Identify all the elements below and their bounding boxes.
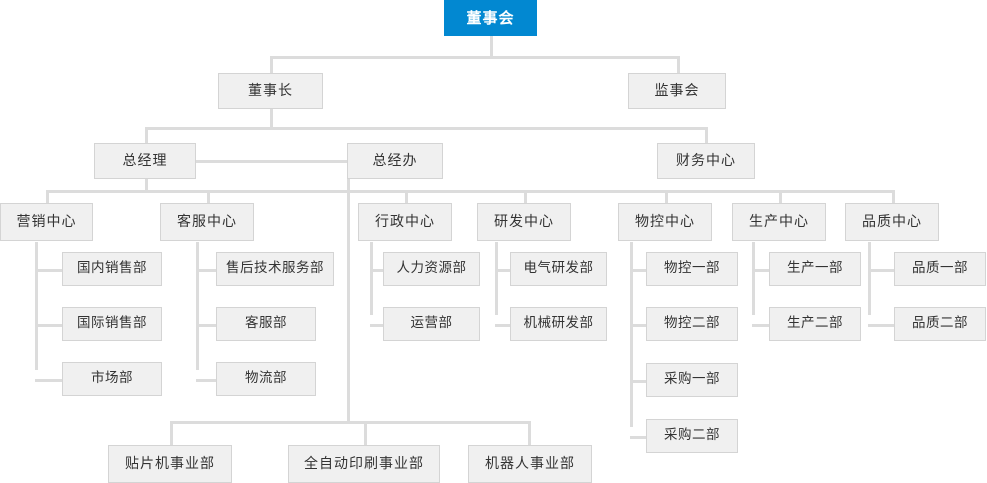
node-center-administration[interactable]: 行政中心 <box>358 203 452 241</box>
connector-chairman-stem <box>270 108 273 128</box>
connector-stub-prod-1 <box>752 269 769 272</box>
node-division-smt-machine[interactable]: 贴片机事业部 <box>108 445 232 483</box>
node-center-customer-service[interactable]: 客服中心 <box>160 203 254 241</box>
node-division-automatic-printing[interactable]: 全自动印刷事业部 <box>288 445 440 483</box>
connector-gm-to-gmo <box>196 160 348 163</box>
node-dept-customer-service[interactable]: 客服部 <box>216 307 316 341</box>
connector-spine-qa <box>868 242 871 315</box>
connector-center-drop-qa <box>892 190 895 204</box>
connector-spine-marketing <box>35 242 38 370</box>
connector-stub-mc-2 <box>630 324 646 327</box>
node-dept-purchasing-2[interactable]: 采购二部 <box>646 419 738 453</box>
connector-stub-marketing-2 <box>35 324 62 327</box>
node-dept-production-1[interactable]: 生产一部 <box>769 252 861 286</box>
connector-gmo-spine <box>347 179 350 422</box>
node-gm-office[interactable]: 总经办 <box>347 143 443 179</box>
connector-spine-prod <box>752 242 755 315</box>
node-dept-mechanical-rnd[interactable]: 机械研发部 <box>510 307 607 341</box>
connector-division-drop-3 <box>528 421 531 445</box>
connector-stub-prod-2 <box>752 324 769 327</box>
connector-division-drop-1 <box>170 421 173 445</box>
connector-stub-mc-4 <box>630 436 646 439</box>
node-dept-logistics[interactable]: 物流部 <box>216 362 316 396</box>
connector-stub-marketing-1 <box>35 269 62 272</box>
node-center-rnd[interactable]: 研发中心 <box>477 203 571 241</box>
node-center-production[interactable]: 生产中心 <box>732 203 826 241</box>
connector-center-drop-admin <box>405 190 408 204</box>
node-center-quality[interactable]: 品质中心 <box>845 203 939 241</box>
connector-level3-gm-drop <box>145 127 148 144</box>
connector-stub-cs-1 <box>196 269 216 272</box>
connector-stub-qa-2 <box>868 324 894 327</box>
connector-root-stem <box>490 36 493 58</box>
connector-center-drop-rnd <box>524 190 527 204</box>
connector-division-drop-2 <box>364 421 367 445</box>
connector-gm-stem <box>145 179 148 191</box>
connector-stub-qa-1 <box>868 269 894 272</box>
connector-spine-admin <box>370 242 373 315</box>
node-dept-production-2[interactable]: 生产二部 <box>769 307 861 341</box>
connector-center-drop-marketing <box>46 190 49 204</box>
connector-stub-mc-3 <box>630 380 646 383</box>
connector-level3-finance-drop <box>705 127 708 144</box>
node-finance-center[interactable]: 财务中心 <box>657 143 755 179</box>
node-general-manager[interactable]: 总经理 <box>94 143 196 179</box>
node-dept-after-sales-tech-service[interactable]: 售后技术服务部 <box>216 252 334 286</box>
connector-divisions-bar <box>170 421 531 424</box>
node-dept-domestic-sales[interactable]: 国内销售部 <box>62 252 162 286</box>
connector-level2-right-drop <box>677 56 680 73</box>
node-division-robot[interactable]: 机器人事业部 <box>468 445 592 483</box>
node-dept-material-control-2[interactable]: 物控二部 <box>646 307 738 341</box>
connector-centers-bar <box>46 190 894 193</box>
node-dept-international-sales[interactable]: 国际销售部 <box>62 307 162 341</box>
connector-stub-admin-1 <box>370 269 383 272</box>
connector-stub-rnd-1 <box>495 269 510 272</box>
node-dept-quality-1[interactable]: 品质一部 <box>894 252 986 286</box>
node-board-of-directors[interactable]: 董事会 <box>444 0 537 36</box>
connector-spine-rnd <box>495 242 498 315</box>
node-center-material-control[interactable]: 物控中心 <box>618 203 712 241</box>
connector-level3-bar <box>145 127 708 130</box>
node-dept-operations[interactable]: 运营部 <box>383 307 480 341</box>
node-dept-quality-2[interactable]: 品质二部 <box>894 307 986 341</box>
connector-spine-cs <box>196 242 199 370</box>
connector-stub-marketing-3 <box>35 379 62 382</box>
node-dept-human-resources[interactable]: 人力资源部 <box>383 252 480 286</box>
connector-center-drop-prod <box>779 190 782 204</box>
connector-stub-cs-2 <box>196 324 216 327</box>
node-dept-material-control-1[interactable]: 物控一部 <box>646 252 738 286</box>
node-board-of-supervisors[interactable]: 监事会 <box>628 73 726 109</box>
connector-stub-admin-2 <box>370 324 383 327</box>
node-dept-electrical-rnd[interactable]: 电气研发部 <box>510 252 607 286</box>
connector-spine-mc <box>630 242 633 427</box>
connector-center-drop-cs <box>207 190 210 204</box>
connector-center-drop-mc <box>665 190 668 204</box>
node-center-marketing[interactable]: 营销中心 <box>0 203 93 241</box>
node-chairman[interactable]: 董事长 <box>218 73 323 109</box>
node-dept-purchasing-1[interactable]: 采购一部 <box>646 363 738 397</box>
node-dept-market[interactable]: 市场部 <box>62 362 162 396</box>
connector-level2-left-drop <box>270 56 273 73</box>
connector-stub-mc-1 <box>630 269 646 272</box>
connector-stub-cs-3 <box>196 379 216 382</box>
connector-stub-rnd-2 <box>495 324 510 327</box>
connector-level2-bar <box>270 56 680 59</box>
